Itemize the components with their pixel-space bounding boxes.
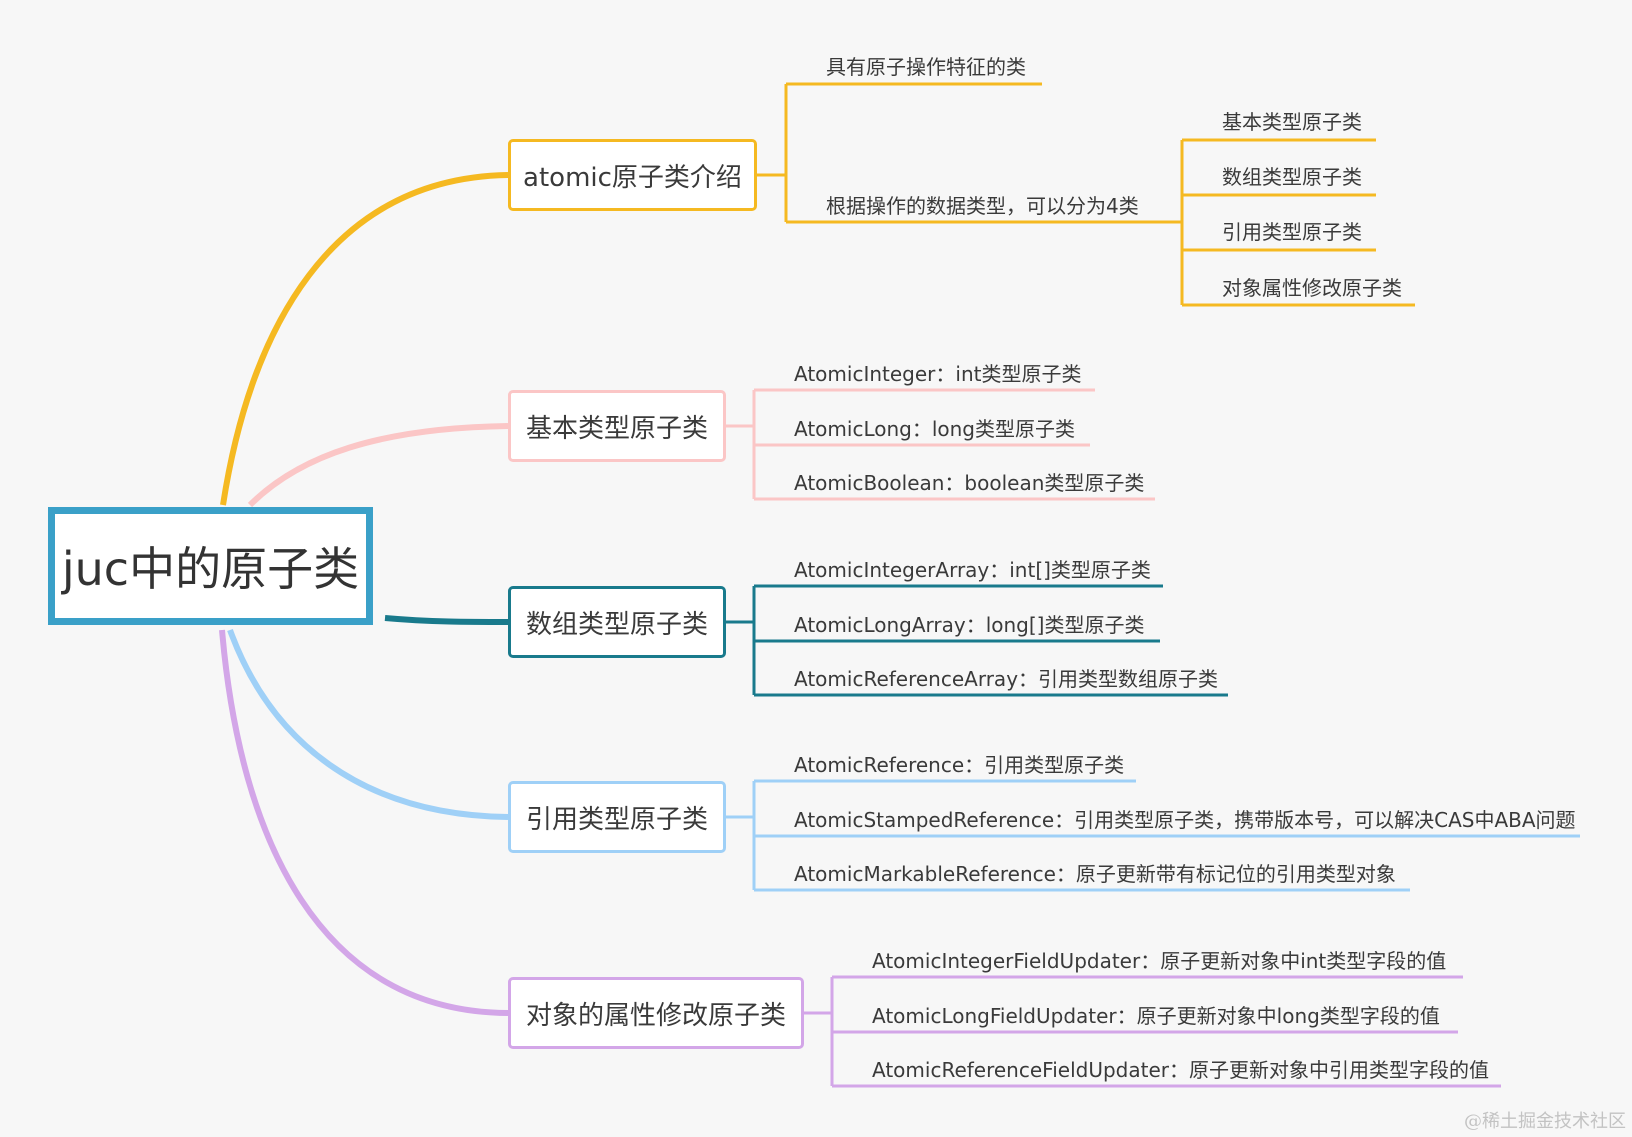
topic-atomic-integer-field-updater[interactable]: AtomicIntegerFieldUpdater：原子更新对象中int类型字段…	[872, 949, 1447, 973]
subtopic-basic-type[interactable]: 基本类型原子类	[1222, 110, 1362, 134]
branch-basic-type[interactable]: 基本类型原子类	[508, 390, 726, 462]
topic-atomic-markable-reference[interactable]: AtomicMarkableReference：原子更新带有标记位的引用类型对象	[794, 862, 1396, 886]
topic-atomic-long-array[interactable]: AtomicLongArray：long[]类型原子类	[794, 613, 1145, 637]
topic-atomic-reference-field-updater[interactable]: AtomicReferenceFieldUpdater：原子更新对象中引用类型字…	[872, 1058, 1489, 1082]
subtopic-field-updater[interactable]: 对象属性修改原子类	[1222, 276, 1402, 300]
branch-atomic-intro[interactable]: atomic原子类介绍	[508, 139, 757, 211]
topic-atomic-reference[interactable]: AtomicReference：引用类型原子类	[794, 753, 1125, 777]
topic-four-categories[interactable]: 根据操作的数据类型，可以分为4类	[826, 194, 1139, 218]
topic-atomic-feature[interactable]: 具有原子操作特征的类	[826, 55, 1026, 79]
root-topic[interactable]: juc中的原子类	[48, 507, 373, 625]
subtopic-reference-type[interactable]: 引用类型原子类	[1222, 220, 1362, 244]
branch-reference-type[interactable]: 引用类型原子类	[508, 781, 726, 853]
topic-atomic-integer[interactable]: AtomicInteger：int类型原子类	[794, 362, 1082, 386]
topic-atomic-stamped-reference[interactable]: AtomicStampedReference：引用类型原子类，携带版本号，可以解…	[794, 808, 1576, 832]
topic-atomic-reference-array[interactable]: AtomicReferenceArray：引用类型数组原子类	[794, 667, 1219, 691]
topic-atomic-boolean[interactable]: AtomicBoolean：boolean类型原子类	[794, 471, 1145, 495]
watermark: @稀土掘金技术社区	[1464, 1111, 1626, 1132]
topic-atomic-integer-array[interactable]: AtomicIntegerArray：int[]类型原子类	[794, 558, 1151, 582]
branch-field-updater[interactable]: 对象的属性修改原子类	[508, 977, 804, 1049]
topic-atomic-long-field-updater[interactable]: AtomicLongFieldUpdater：原子更新对象中long类型字段的值	[872, 1004, 1440, 1028]
branch-array-type[interactable]: 数组类型原子类	[508, 586, 726, 658]
topic-atomic-long[interactable]: AtomicLong：long类型原子类	[794, 417, 1076, 441]
subtopic-array-type[interactable]: 数组类型原子类	[1222, 165, 1362, 189]
